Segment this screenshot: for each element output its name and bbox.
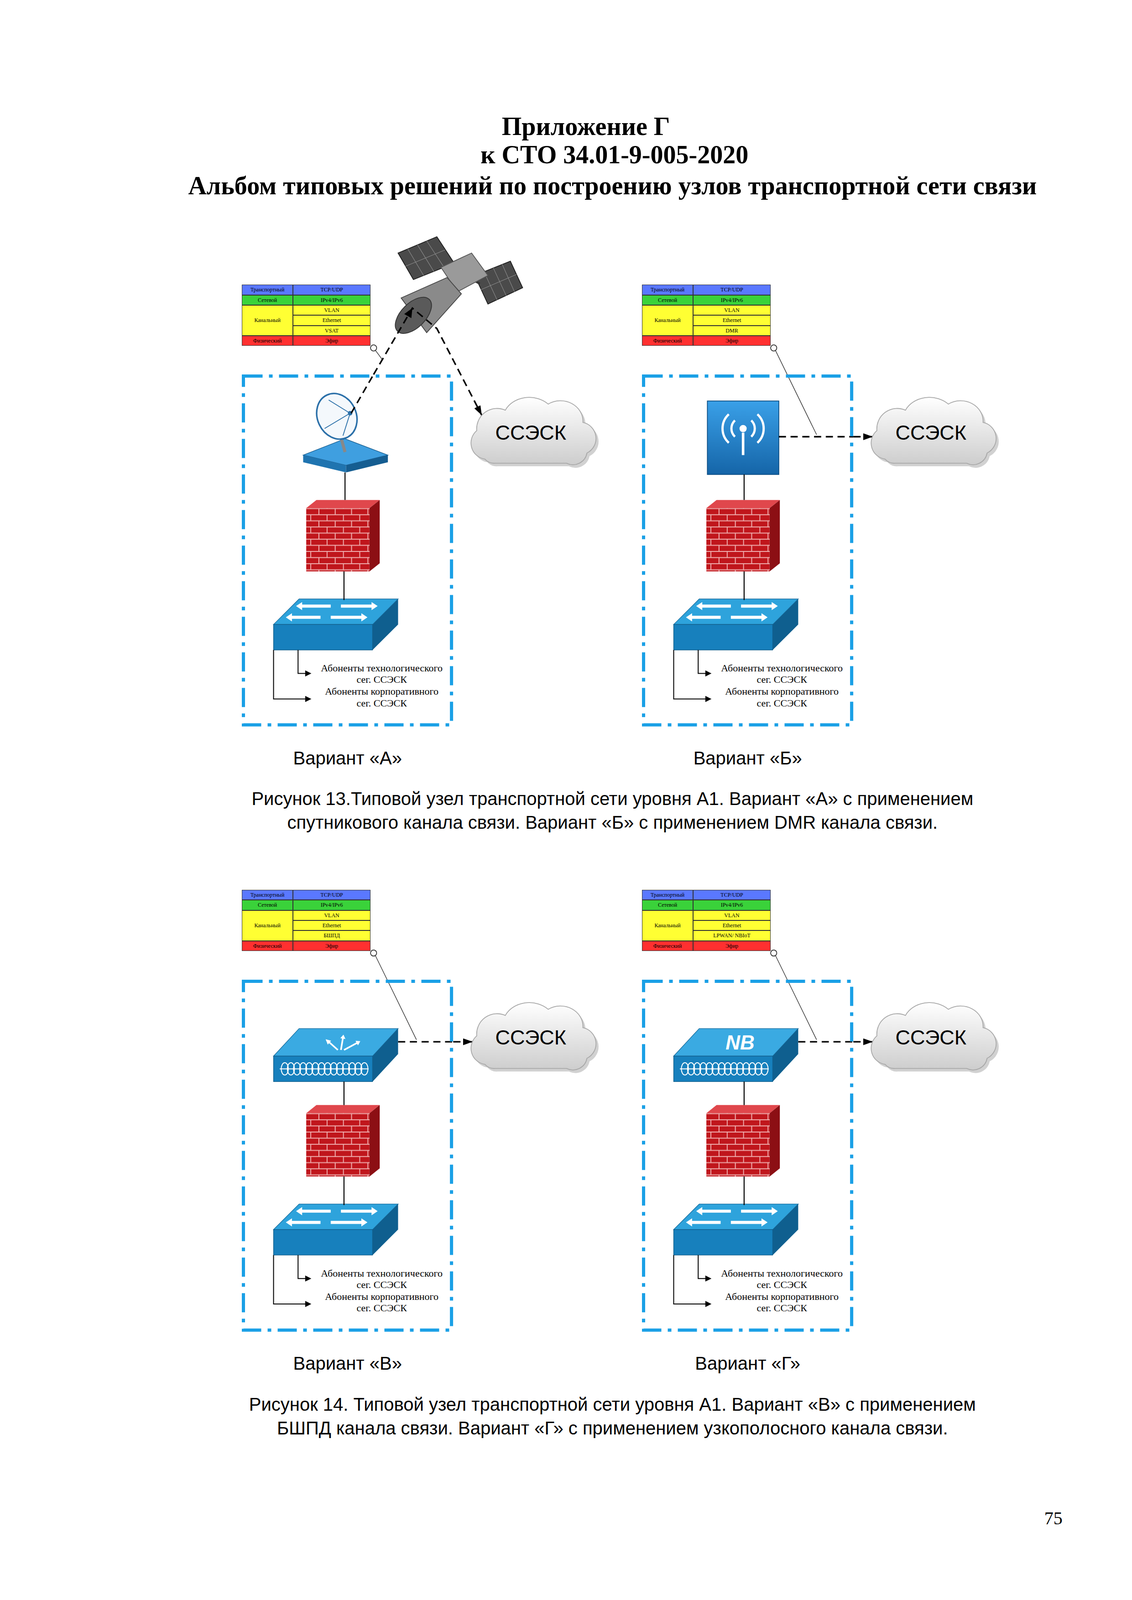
subscriber-label: Абоненты технологического сег. ССЭСК [713, 662, 851, 686]
variant-label: Вариант «В» [293, 1352, 402, 1375]
frame-outline [241, 980, 454, 1333]
protocol-cell: Эфир [292, 941, 371, 952]
protocol-cell: Транспортный [241, 284, 293, 295]
protocol-cell: IPv4/IPv6 [292, 295, 371, 306]
protocol-cell: TCP/UDP [693, 284, 771, 295]
protocol-cell: VSAT [292, 325, 371, 336]
protocol-cell: VLAN [693, 305, 771, 316]
protocol-cell: Ethernet [693, 315, 771, 326]
network-cloud: ССЭСК [864, 396, 998, 470]
protocol-cell: VLAN [693, 910, 771, 921]
cloud-label: ССЭСК [895, 421, 967, 445]
subtitle: к СТО 34.01-9-005-2020 [480, 139, 749, 171]
protocol-cell: IPv4/IPv6 [693, 900, 771, 911]
protocol-cell: Физический [241, 335, 293, 346]
dashed-link [453, 1041, 473, 1043]
cloud-label: ССЭСК [895, 1026, 967, 1050]
protocol-cell: Ethernet [292, 920, 371, 931]
protocol-cell: Канальный [641, 305, 694, 336]
protocol-cell: DMR [693, 325, 771, 336]
protocol-cell: Ethernet [292, 315, 371, 326]
subtitle: Альбом типовых решений по построению узл… [187, 170, 1037, 202]
protocol-cell: Физический [241, 941, 293, 952]
protocol-cell: LPWAN/ NBIoT [693, 930, 771, 941]
protocol-cell: Канальный [241, 305, 293, 336]
subscriber-label: Абоненты технологического сег. ССЭСК [713, 1267, 851, 1292]
protocol-cell: Транспортный [241, 890, 293, 901]
protocol-cell: Эфир [693, 335, 771, 346]
variant-frame: Вариант «В» [241, 980, 454, 1333]
protocol-cell: Канальный [641, 910, 694, 942]
cloud-label: ССЭСК [495, 421, 567, 445]
protocol-cell: Сетевой [241, 295, 293, 306]
protocol-cell: Сетевой [641, 295, 694, 306]
protocol-cell: БШПД [292, 930, 371, 941]
frame-outline [241, 374, 454, 727]
protocol-cell: Сетевой [641, 900, 694, 911]
variant-frame: Вариант «Б» [641, 374, 854, 727]
variant-label: Вариант «Г» [694, 1352, 801, 1375]
protocol-cell: IPv4/IPv6 [693, 295, 771, 306]
subscriber-label: Абоненты корпоративного сег. ССЭСК [716, 1291, 847, 1315]
variant-label: Вариант «Б» [693, 747, 803, 770]
variant-label: Вариант «А» [293, 747, 402, 770]
subscriber-label: Абоненты корпоративного сег. ССЭСК [316, 1291, 447, 1315]
icon-text: NB [725, 1031, 755, 1056]
protocol-cell: VLAN [292, 305, 371, 316]
subscriber-label: Абоненты корпоративного сег. ССЭСК [716, 685, 847, 710]
protocol-cell: Ethernet [693, 920, 771, 931]
dashed-link [373, 308, 482, 416]
subscriber-label: Абоненты технологического сег. ССЭСК [313, 662, 450, 686]
protocol-cell: TCP/UDP [292, 284, 371, 295]
dashed-link [853, 1041, 873, 1043]
variant-frame: Вариант «А» [241, 374, 454, 727]
protocol-cell: VLAN [292, 910, 371, 921]
figure-caption: Рисунок 13.Типовой узел транспортной сет… [178, 787, 1046, 835]
subscriber-label: Абоненты корпоративного сег. ССЭСК [316, 685, 447, 710]
protocol-cell: TCP/UDP [693, 890, 771, 901]
protocol-cell: Канальный [241, 910, 293, 942]
network-cloud: ССЭСК [464, 1001, 598, 1075]
protocol-cell: IPv4/IPv6 [292, 900, 371, 911]
protocol-cell: Эфир [292, 335, 371, 346]
protocol-cell: Эфир [693, 941, 771, 952]
protocol-cell: TCP/UDP [292, 890, 371, 901]
network-cloud: ССЭСК [864, 1001, 998, 1075]
protocol-cell: Транспортный [641, 284, 694, 295]
page-number: 75 [1044, 1507, 1063, 1530]
frame-outline [641, 374, 854, 727]
dashed-link [853, 436, 873, 438]
subscriber-label: Абоненты технологического сег. ССЭСК [313, 1267, 450, 1292]
network-cloud: ССЭСК [464, 396, 598, 470]
protocol-cell: Сетевой [241, 900, 293, 911]
figure-caption: Рисунок 14. Типовой узел транспортной се… [178, 1392, 1046, 1441]
page-title: Приложение Г [501, 111, 671, 142]
protocol-cell: Физический [641, 941, 694, 952]
protocol-cell: Физический [641, 335, 694, 346]
cloud-label: ССЭСК [495, 1026, 567, 1050]
protocol-cell: Транспортный [641, 890, 694, 901]
